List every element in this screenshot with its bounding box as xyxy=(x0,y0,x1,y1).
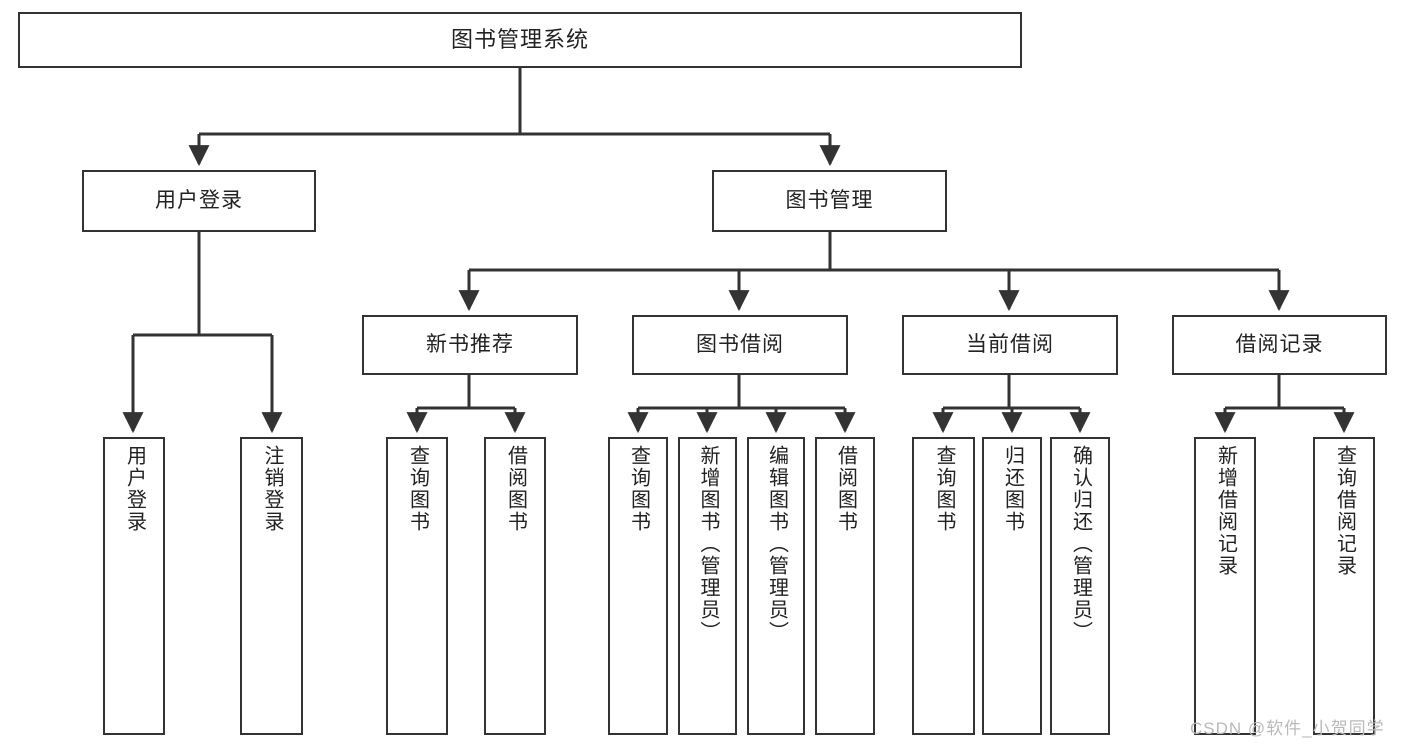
node-label: 归还图书 xyxy=(1001,445,1024,533)
node-leaf-logout[interactable]: 注销登录 xyxy=(240,437,303,735)
node-leaf-borrow-book[interactable]: 借阅图书 xyxy=(815,437,875,735)
node-label: 确认归还（管理员） xyxy=(1069,445,1092,643)
node-label: 注销登录 xyxy=(261,445,283,533)
node-label: 查询图书 xyxy=(406,445,429,533)
node-book-borrow[interactable]: 图书借阅 xyxy=(632,315,848,375)
node-label: 用户登录 xyxy=(123,445,146,533)
node-leaf-return-book[interactable]: 归还图书 xyxy=(982,437,1042,735)
node-label: 图书管理 xyxy=(785,189,874,213)
node-label: 查询图书 xyxy=(933,445,955,533)
node-leaf-query-book-current[interactable]: 查询图书 xyxy=(912,437,975,735)
node-leaf-edit-book-admin[interactable]: 编辑图书（管理员） xyxy=(747,437,805,735)
node-label: 当前借阅 xyxy=(966,333,1054,357)
node-label: 用户登录 xyxy=(155,189,243,213)
csdn-watermark: CSDN @软件_小贺同学 xyxy=(1190,719,1385,738)
node-leaf-query-book-rec[interactable]: 查询图书 xyxy=(386,437,448,735)
node-leaf-add-book-admin[interactable]: 新增图书（管理员） xyxy=(678,437,737,735)
node-user-login[interactable]: 用户登录 xyxy=(82,170,316,232)
node-label: 图书借阅 xyxy=(696,333,784,357)
node-leaf-add-borrow-record[interactable]: 新增借阅记录 xyxy=(1194,437,1256,735)
node-label: 图书管理系统 xyxy=(450,26,589,52)
node-borrow-record[interactable]: 借阅记录 xyxy=(1172,315,1387,375)
node-label: 查询图书 xyxy=(627,445,650,533)
node-leaf-confirm-return-admin[interactable]: 确认归还（管理员） xyxy=(1050,437,1110,735)
node-leaf-query-borrow-record[interactable]: 查询借阅记录 xyxy=(1313,437,1375,735)
node-current-borrow[interactable]: 当前借阅 xyxy=(902,315,1118,375)
node-label: 新书推荐 xyxy=(426,333,514,357)
node-new-book-recommend[interactable]: 新书推荐 xyxy=(362,315,578,375)
node-label: 新增借阅记录 xyxy=(1214,445,1237,577)
node-label: 借阅图书 xyxy=(834,445,857,533)
node-label: 编辑图书（管理员） xyxy=(765,445,788,643)
node-leaf-borrow-book-rec[interactable]: 借阅图书 xyxy=(484,437,546,735)
node-label: 查询借阅记录 xyxy=(1333,445,1356,577)
node-label: 借阅记录 xyxy=(1235,333,1324,357)
node-label: 借阅图书 xyxy=(504,445,527,533)
node-leaf-query-book-borrow[interactable]: 查询图书 xyxy=(608,437,668,735)
node-root-system[interactable]: 图书管理系统 xyxy=(18,12,1022,68)
node-label: 新增图书（管理员） xyxy=(697,445,719,643)
node-leaf-user-login[interactable]: 用户登录 xyxy=(103,437,165,735)
node-book-management[interactable]: 图书管理 xyxy=(712,170,947,232)
